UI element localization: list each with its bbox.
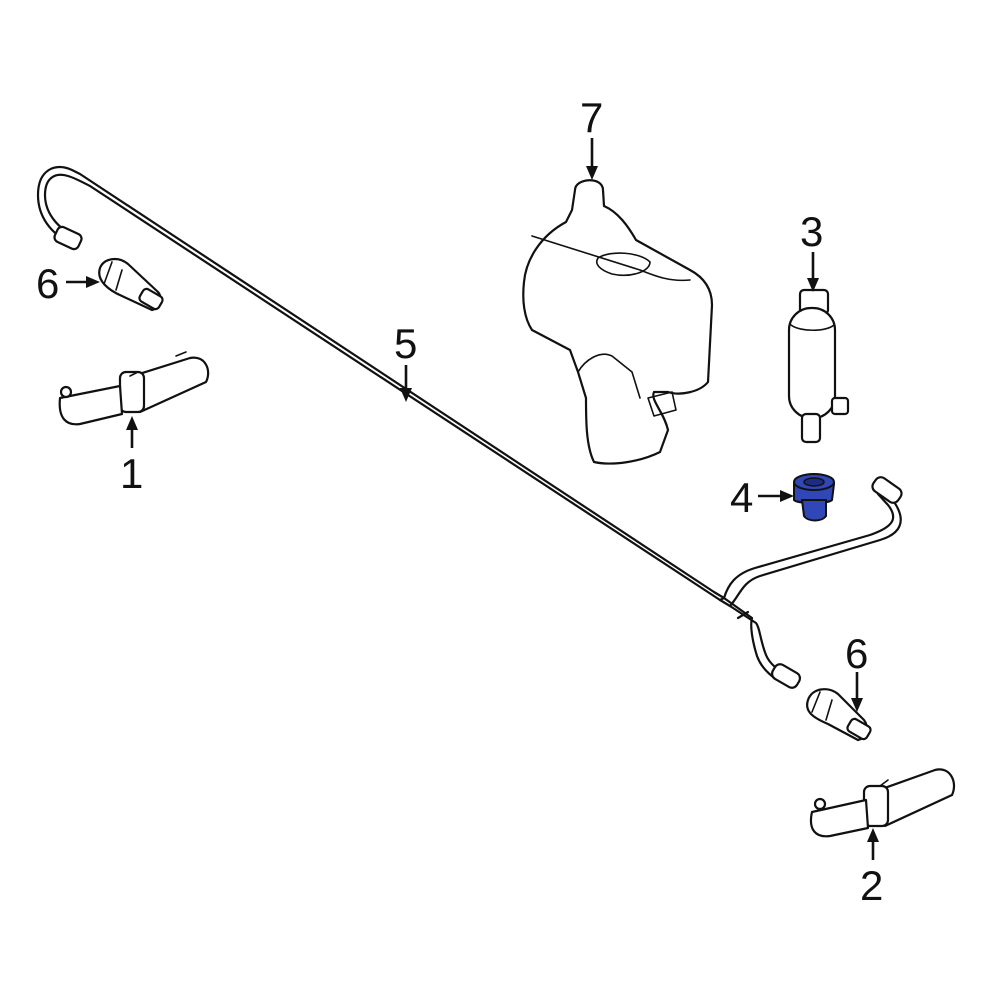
callout-arrows <box>66 138 879 860</box>
callout-6-right: 6 <box>845 630 868 677</box>
check-valve-icon[interactable] <box>98 258 164 312</box>
washer-pump-icon[interactable] <box>787 288 850 444</box>
reservoir-icon[interactable] <box>522 179 714 465</box>
callout-1: 1 <box>120 450 143 497</box>
callout-2: 2 <box>860 862 883 909</box>
callout-4: 4 <box>730 474 753 521</box>
washer-nozzle-right-icon[interactable] <box>809 768 956 838</box>
callout-3: 3 <box>800 208 823 255</box>
callout-5: 5 <box>394 320 417 367</box>
check-valve-icon[interactable] <box>806 688 872 742</box>
pump-grommet-icon[interactable] <box>793 473 836 522</box>
callout-7: 7 <box>580 94 603 141</box>
hose-assembly-icon[interactable] <box>36 165 904 690</box>
callout-6-left: 6 <box>36 260 59 307</box>
washer-nozzle-left-icon[interactable] <box>58 351 210 426</box>
